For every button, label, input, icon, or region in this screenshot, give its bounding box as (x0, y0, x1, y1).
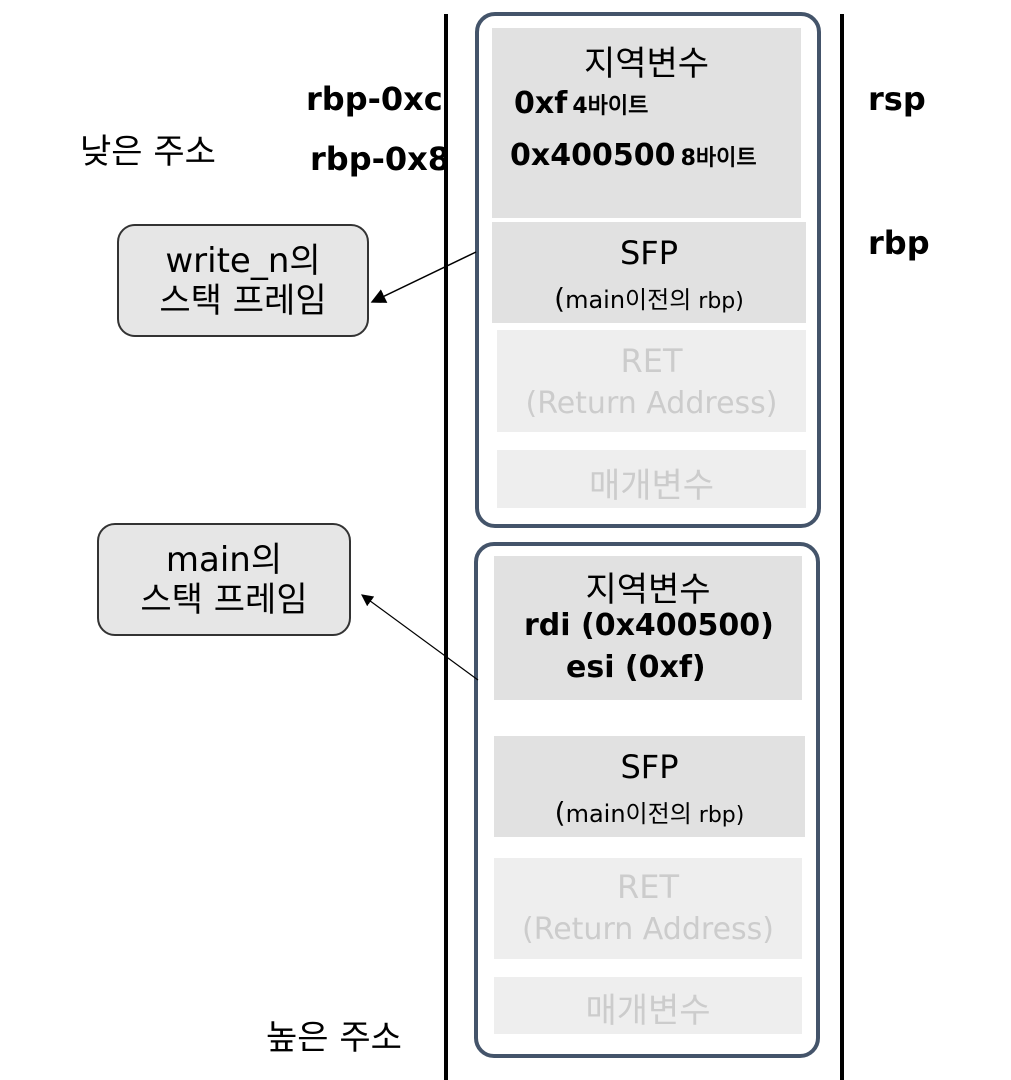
local-var-row-0xf: 0xf 4바이트 (514, 86, 648, 121)
sfp-desc-main: main이전의 (565, 800, 692, 828)
sfp-desc-open: ( (554, 796, 566, 829)
ret-description: (Return Address) (522, 912, 774, 947)
note-title: main의 (165, 539, 283, 580)
stack-left-border (444, 14, 448, 1080)
local-var-value: 0x400500 (510, 138, 676, 173)
local-var-row-0x400500: 0x400500 8바이트 (510, 138, 757, 173)
main-locals-cell: 지역변수 rdi (0x400500) esi (0xf) (494, 556, 802, 700)
write-n-frame (475, 12, 821, 528)
ret-description: (Return Address) (525, 386, 778, 421)
main-ret-cell: RET (Return Address) (494, 858, 802, 959)
sfp-desc-main: main이전의 (565, 286, 692, 314)
offset-label-rbp-0x8: rbp-0x8 (310, 140, 451, 178)
write-n-ret-cell: RET (Return Address) (497, 330, 806, 432)
ret-title: RET (620, 342, 683, 380)
write-n-frame-arrow (370, 251, 477, 303)
write-n-stack-frame-note: write_n의 스택 프레임 (117, 224, 369, 337)
main-stack-frame-note: main의 스택 프레임 (97, 523, 351, 636)
sfp-description: (main이전의 rbp) (492, 280, 806, 315)
local-var-size: 8바이트 (680, 146, 757, 171)
write-n-params-cell: 매개변수 (497, 450, 806, 508)
main-sfp-cell: SFP (main이전의 rbp) (494, 736, 805, 837)
sfp-desc-rest: rbp) (691, 289, 744, 314)
sfp-desc-open: ( (554, 282, 566, 315)
low-address-label: 낮은 주소 (80, 132, 216, 172)
sfp-desc-rest: rbp) (691, 803, 745, 828)
params-title: 매개변수 (585, 991, 711, 1031)
offset-label-rbp-0xc: rbp-0xc (306, 80, 443, 118)
note-subtitle: 스택 프레임 (140, 579, 308, 620)
local-var-value: 0xf (514, 86, 568, 121)
sfp-description: (main이전의 rbp) (494, 794, 805, 829)
params-title: 매개변수 (588, 466, 715, 506)
locals-title: 지역변수 (583, 44, 710, 84)
local-var-esi: esi (0xf) (566, 650, 706, 685)
main-frame (474, 542, 820, 1058)
ret-title: RET (617, 868, 679, 906)
note-title: write_n의 (165, 240, 321, 281)
main-frame-arrow (361, 594, 479, 681)
main-params-cell: 매개변수 (494, 977, 802, 1034)
write-n-locals-cell: 지역변수 0xf 4바이트 0x400500 8바이트 (492, 28, 801, 218)
sfp-title: SFP (620, 748, 679, 786)
rbp-pointer-label: rbp (868, 224, 930, 262)
sfp-title: SFP (619, 234, 678, 272)
local-var-rdi: rdi (0x400500) (524, 608, 774, 643)
locals-title: 지역변수 (585, 570, 711, 610)
note-subtitle: 스택 프레임 (159, 280, 327, 321)
high-address-label: 높은 주소 (266, 1018, 402, 1058)
rsp-pointer-label: rsp (868, 80, 926, 118)
stack-right-border (840, 14, 844, 1080)
write-n-sfp-cell: SFP (main이전의 rbp) (492, 222, 806, 323)
local-var-size: 4바이트 (572, 94, 649, 119)
